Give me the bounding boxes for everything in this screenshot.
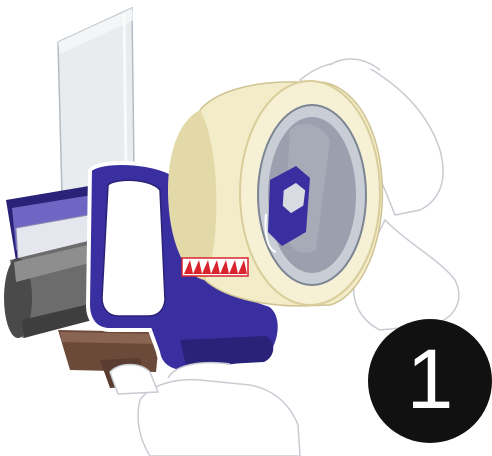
hand-front-illustration [110,363,300,456]
step-number: 1 [407,337,454,421]
cutter-blade [182,258,248,276]
step-number-badge: 1 [368,319,492,443]
